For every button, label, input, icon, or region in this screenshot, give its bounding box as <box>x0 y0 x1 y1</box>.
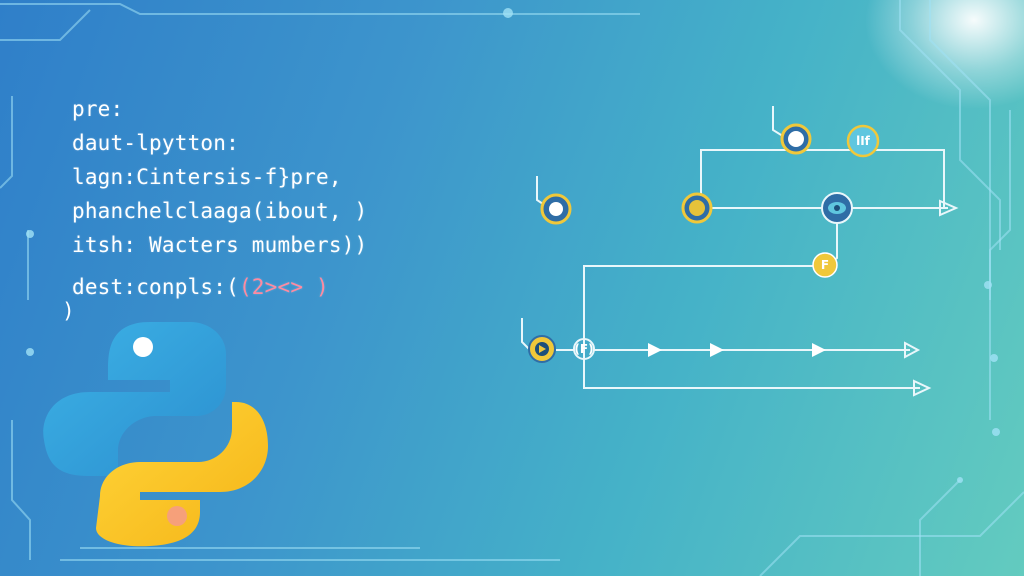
circuit-dot <box>26 230 34 238</box>
code-line: dest:conpls:((2><> ) <box>72 270 367 304</box>
flow-arrow <box>710 343 724 357</box>
circuit-dot <box>26 348 34 356</box>
circuit-trace <box>0 96 13 189</box>
flow-line <box>521 318 531 351</box>
code-block: pre: daut-lpytton: lagn:Cintersis-f}pre,… <box>72 92 367 304</box>
code-line: lagn:Cintersis-f}pre, <box>72 165 342 189</box>
python-logo-eye-yellow <box>167 506 187 526</box>
flow-line <box>700 149 945 208</box>
flow-line <box>583 222 920 389</box>
circuit-trace <box>929 0 991 300</box>
flow-node-if-label: lIf <box>856 134 871 148</box>
code-line: phanchelclaaga(ibout, ) <box>72 199 368 223</box>
code-line: daut-lpytton: <box>72 131 239 155</box>
flow-arrow <box>812 343 826 357</box>
circuit-dot <box>984 281 992 289</box>
flow-node-f-small-label: (F) <box>574 342 593 356</box>
circuit-trace <box>989 110 1011 420</box>
flow-node-f: F <box>812 252 838 278</box>
circuit-dot <box>992 428 1000 436</box>
flow-node-branch <box>681 192 713 224</box>
flow-arrow <box>913 379 932 397</box>
python-logo-eye-blue <box>133 337 153 357</box>
circuit-dot <box>503 8 513 18</box>
python-logo-yellow-snake <box>96 402 268 547</box>
code-closing-paren: ) <box>62 299 75 323</box>
flow-arrow <box>648 343 662 357</box>
flow-node-top <box>780 123 812 155</box>
circuit-trace <box>919 479 961 576</box>
circuit-trace <box>0 3 640 15</box>
flow-node-if: lIf <box>846 124 880 158</box>
circuit-dot <box>990 354 998 362</box>
code-line: pre: <box>72 97 124 121</box>
flow-arrow <box>904 341 921 359</box>
code-line: itsh: Wacters mumbers)) <box>72 233 368 257</box>
circuit-dot <box>957 477 963 483</box>
flow-node-f-label: F <box>821 258 829 272</box>
circuit-trace <box>899 0 1001 250</box>
circuit-trace <box>0 9 91 41</box>
code-text: dest:conpls:( <box>72 275 239 299</box>
flow-node-f-small: (F) <box>573 338 595 360</box>
circuit-trace <box>11 420 31 560</box>
flow-node-start <box>540 193 572 225</box>
code-accent-text: (2><> ) <box>238 275 329 299</box>
python-logo-blue-snake <box>43 322 227 476</box>
circuit-trace <box>759 491 1024 576</box>
flow-node-play <box>528 335 556 363</box>
flow-arrow <box>939 199 959 217</box>
flow-node-eye <box>821 192 853 224</box>
